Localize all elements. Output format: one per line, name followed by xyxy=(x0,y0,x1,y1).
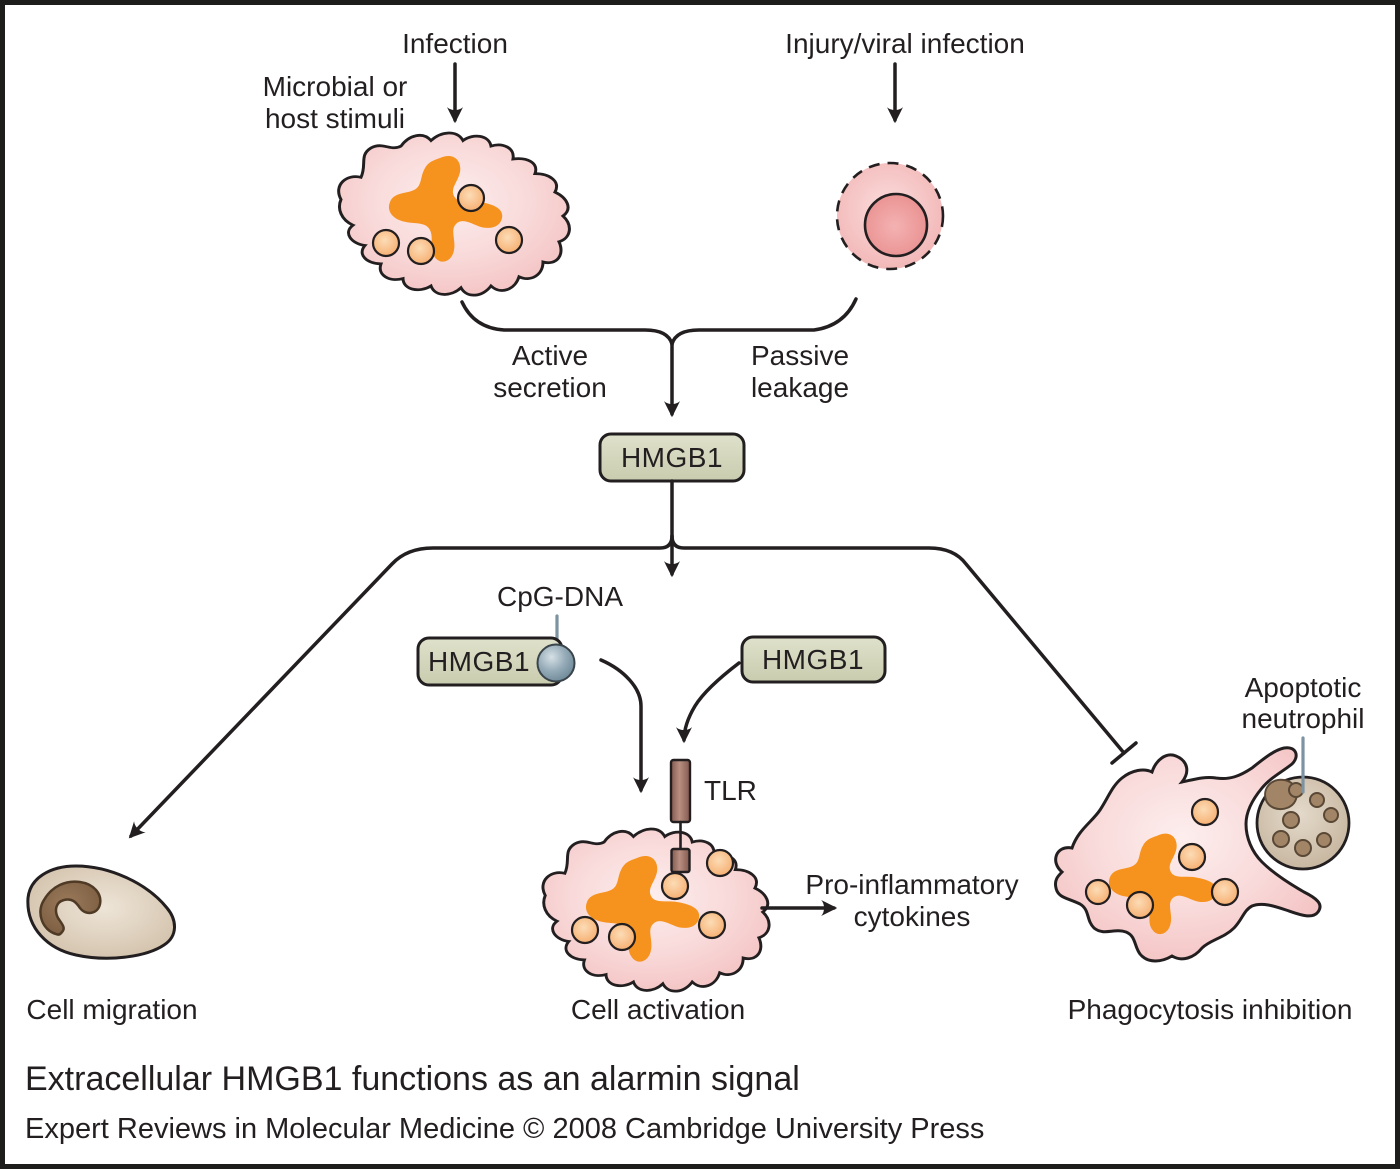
granule xyxy=(1177,842,1207,872)
hmgb1-badge-main: HMGB1 xyxy=(598,432,746,483)
nuclear-fragment xyxy=(1294,839,1312,857)
granule xyxy=(570,915,600,945)
tlr-transmembrane xyxy=(670,847,691,874)
nuclear-fragment xyxy=(1316,832,1332,848)
active-secretion-path xyxy=(460,300,674,346)
nuclear-fragment xyxy=(1288,782,1304,798)
branch-right-inhibition-line xyxy=(670,534,1126,755)
nuclear-fragment xyxy=(1323,807,1339,823)
hmgb1-badge-label: HMGB1 xyxy=(621,442,723,473)
tlr-receptor xyxy=(669,758,692,874)
dying-cell-nucleus xyxy=(863,192,929,258)
granule xyxy=(1210,877,1240,907)
inhibition-t-bar xyxy=(1110,741,1138,765)
macrophage-cell-phagocytosis xyxy=(1054,746,1322,963)
granule xyxy=(456,183,486,213)
phagocytosis-inhibition-label: Phagocytosis inhibition xyxy=(1068,994,1353,1025)
nuclear-fragment xyxy=(1282,811,1300,829)
figure-title: Extracellular HMGB1 functions as an alar… xyxy=(25,1060,800,1098)
microbial-stimuli-label-line2: host stimuli xyxy=(265,103,405,134)
macrophage-cell-stimulated xyxy=(337,131,571,297)
cell-activation-label: Cell activation xyxy=(571,994,745,1025)
granule xyxy=(371,228,401,258)
migrating-cell xyxy=(26,864,176,960)
granule xyxy=(705,848,735,878)
pro-inflammatory-label-line1: Pro-inflammatory xyxy=(805,869,1018,900)
active-secretion-label-line2: secretion xyxy=(493,372,607,403)
branch-left-arrow-cell-migration xyxy=(128,534,674,839)
granule xyxy=(660,871,690,901)
tlr-label: TLR xyxy=(704,775,757,806)
granule xyxy=(1125,890,1155,920)
nuclear-fragment xyxy=(1309,792,1325,808)
granule xyxy=(494,225,524,255)
granule xyxy=(1084,878,1112,906)
hmgb1-to-tlr-arrow xyxy=(675,661,741,744)
hmgb1-badge-label: HMGB1 xyxy=(762,644,864,675)
hmgb1-cpg-complex: HMGB1 xyxy=(416,636,576,687)
granule xyxy=(406,236,436,266)
nuclear-fragment xyxy=(1272,830,1290,848)
passive-leakage-path xyxy=(670,297,858,346)
granule xyxy=(607,922,637,952)
macrophage-cell-activated xyxy=(541,827,771,993)
hmgb1-badge-free: HMGB1 xyxy=(740,635,887,684)
passive-leakage-label-line1: Passive xyxy=(751,340,849,371)
tlr-ectodomain xyxy=(669,758,692,824)
cpg-dna-sphere xyxy=(536,643,576,683)
injury-label: Injury/viral infection xyxy=(785,28,1025,59)
active-secretion-label-line1: Active xyxy=(512,340,588,371)
pro-inflammatory-label-line2: cytokines xyxy=(854,901,971,932)
apoptotic-neutrophil-label-line1: Apoptotic xyxy=(1245,672,1362,703)
cell-nucleus xyxy=(39,880,102,936)
dying-cell xyxy=(835,161,945,271)
figure-credit: Expert Reviews in Molecular Medicine © 2… xyxy=(25,1113,984,1145)
granule xyxy=(697,910,727,940)
cpg-dna-label: CpG-DNA xyxy=(497,581,623,612)
passive-leakage-label-line2: leakage xyxy=(751,372,849,403)
microbial-stimuli-label-line1: Microbial or xyxy=(263,71,408,102)
granule xyxy=(1190,797,1220,827)
infection-label: Infection xyxy=(402,28,508,59)
apoptotic-neutrophil-label-line2: neutrophil xyxy=(1242,703,1365,734)
hmgb1-badge-box xyxy=(740,635,887,684)
hmgb1-badge-label: HMGB1 xyxy=(428,646,530,677)
complex-to-cell-arrow xyxy=(599,658,650,794)
cell-migration-label: Cell migration xyxy=(26,994,197,1025)
